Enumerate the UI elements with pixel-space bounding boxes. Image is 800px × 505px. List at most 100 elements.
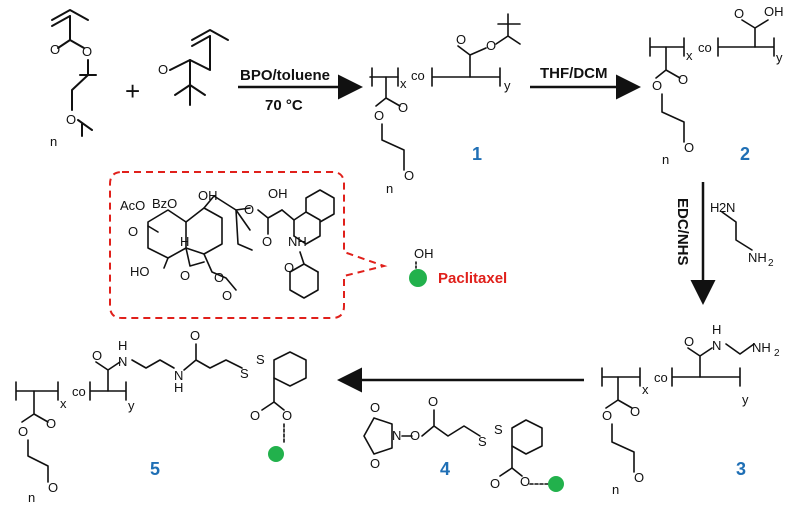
tbutyl-acrylate-monomer: O: [158, 29, 229, 106]
svg-text:2: 2: [768, 258, 774, 269]
nhs-ester-4: O O N O O S S O O: [363, 394, 564, 492]
svg-text:O: O: [158, 62, 168, 77]
svg-text:n: n: [612, 482, 619, 497]
svg-text:H: H: [118, 338, 127, 353]
svg-text:x: x: [642, 382, 649, 397]
svg-text:H: H: [180, 234, 189, 249]
svg-text:NH: NH: [748, 250, 767, 265]
svg-text:BzO: BzO: [152, 196, 177, 211]
svg-text:NH: NH: [288, 234, 307, 249]
compound-2-label: 2: [740, 144, 750, 164]
svg-text:n: n: [386, 181, 393, 196]
svg-text:O: O: [222, 288, 232, 303]
svg-text:N: N: [712, 338, 721, 353]
svg-text:S: S: [256, 352, 265, 367]
svg-text:n: n: [50, 134, 57, 149]
svg-text:O: O: [602, 408, 612, 423]
svg-text:O: O: [734, 6, 744, 21]
svg-text:2: 2: [719, 200, 726, 215]
svg-text:O: O: [456, 32, 466, 47]
svg-text:O: O: [370, 400, 380, 415]
svg-text:x: x: [60, 396, 67, 411]
svg-text:y: y: [504, 78, 511, 93]
step2-reagent: THF/DCM: [540, 65, 608, 82]
svg-text:O: O: [370, 456, 380, 471]
svg-text:O: O: [214, 270, 224, 285]
polymer-2: x co y O O O n OH O: [649, 4, 784, 167]
svg-text:H: H: [710, 200, 719, 215]
paclitaxel-legend: OH Paclitaxel: [409, 246, 507, 287]
svg-text:O: O: [282, 408, 292, 423]
compound-1-label: 1: [472, 144, 482, 164]
svg-text:O: O: [490, 476, 500, 491]
svg-text:N: N: [174, 368, 183, 383]
step3-reagent: EDC/NHS: [674, 198, 691, 266]
svg-text:N: N: [392, 428, 401, 443]
svg-text:x: x: [686, 48, 693, 63]
svg-text:O: O: [46, 416, 56, 431]
step1-arrow: BPO/toluene 70 °C: [238, 67, 363, 114]
paclitaxel-dot-icon: [409, 269, 427, 287]
svg-text:y: y: [742, 392, 749, 407]
peg-acrylate-monomer: O O O n: [50, 9, 97, 149]
plus-sign: +: [125, 76, 140, 106]
polymer-3: x co y O O O n O H N NH 2: [601, 322, 780, 497]
svg-text:O: O: [66, 112, 76, 127]
conjugate-5: x co y O O O n O H N N H O S S O O: [15, 328, 307, 505]
paclitaxel-label: Paclitaxel: [438, 270, 507, 287]
svg-text:O: O: [262, 234, 272, 249]
svg-text:OH: OH: [198, 188, 218, 203]
compound-5-label: 5: [150, 459, 160, 479]
svg-text:y: y: [776, 50, 783, 65]
svg-text:N: N: [118, 354, 127, 369]
svg-text:O: O: [250, 408, 260, 423]
svg-text:n: n: [662, 152, 669, 167]
svg-text:O: O: [410, 428, 420, 443]
step2-arrow: THF/DCM: [530, 65, 641, 100]
svg-text:O: O: [428, 394, 438, 409]
svg-text:O: O: [190, 328, 200, 343]
step1-temp: 70 °C: [265, 97, 303, 114]
svg-text:S: S: [240, 366, 249, 381]
svg-text:O: O: [244, 202, 254, 217]
step1-reagent: BPO/toluene: [240, 67, 330, 84]
svg-text:n: n: [28, 490, 35, 505]
svg-text:O: O: [634, 470, 644, 485]
svg-text:O: O: [92, 348, 102, 363]
svg-text:co: co: [411, 68, 425, 83]
svg-text:OH: OH: [414, 246, 434, 261]
svg-text:NH: NH: [752, 340, 771, 355]
svg-text:H: H: [174, 380, 183, 395]
step3-arrow: EDC/NHS H 2 N NH 2: [674, 182, 774, 305]
svg-text:O: O: [486, 38, 496, 53]
paclitaxel-callout: AcO BzO O H OH HO O O O O O OH NH O: [109, 171, 388, 319]
svg-text:O: O: [404, 168, 414, 183]
svg-text:O: O: [684, 334, 694, 349]
svg-text:O: O: [684, 140, 694, 155]
svg-text:AcO: AcO: [120, 198, 145, 213]
svg-text:O: O: [398, 100, 408, 115]
svg-text:co: co: [654, 370, 668, 385]
svg-text:O: O: [630, 404, 640, 419]
compound-3-label: 3: [736, 459, 746, 479]
svg-text:S: S: [494, 422, 503, 437]
paclitaxel-dot-4: [548, 476, 564, 492]
svg-text:O: O: [284, 260, 294, 275]
svg-text:x: x: [400, 76, 407, 91]
svg-text:co: co: [698, 40, 712, 55]
svg-text:OH: OH: [764, 4, 784, 19]
svg-text:S: S: [478, 434, 487, 449]
svg-text:O: O: [678, 72, 688, 87]
paclitaxel-dot-5: [268, 446, 284, 462]
svg-text:O: O: [180, 268, 190, 283]
svg-text:co: co: [72, 384, 86, 399]
polymer-1: x co y O O O n O O: [369, 13, 521, 196]
svg-text:O: O: [652, 78, 662, 93]
svg-text:HO: HO: [130, 264, 150, 279]
compound-4-label: 4: [440, 459, 450, 479]
svg-text:O: O: [48, 480, 58, 495]
svg-text:O: O: [82, 44, 92, 59]
svg-text:OH: OH: [268, 186, 288, 201]
svg-text:O: O: [18, 424, 28, 439]
